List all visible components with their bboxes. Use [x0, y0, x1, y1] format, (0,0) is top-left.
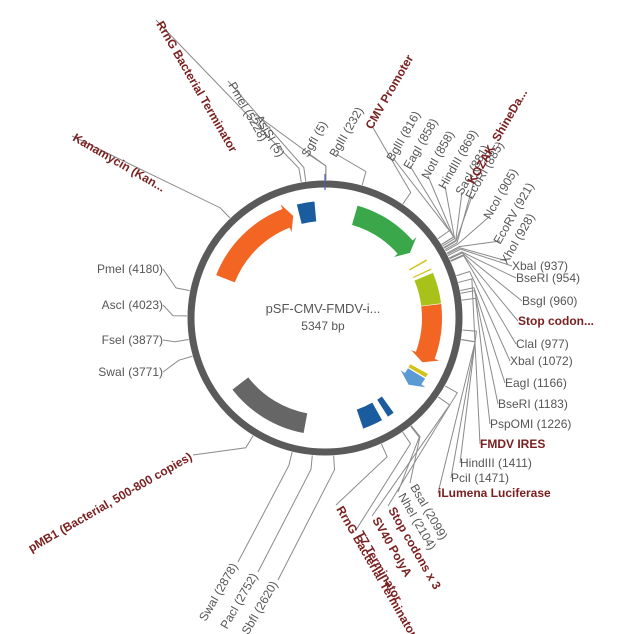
site-label-42: AscI (4023) [102, 298, 163, 312]
leader-line-40 [162, 355, 193, 373]
leader-line-38 [237, 451, 293, 563]
site-label-28: PciI (1471) [451, 471, 509, 485]
feature-arc-9[interactable] [377, 396, 394, 417]
leader-line-35 [335, 443, 388, 506]
feature-arc-3[interactable] [408, 259, 428, 271]
leader-line-21 [450, 255, 517, 345]
leader-line-10 [427, 175, 455, 245]
leader-line-24 [460, 290, 499, 405]
leader-line-41 [162, 339, 189, 343]
site-label-40: SwaI (3771) [98, 365, 163, 379]
site-label-21: ClaI (977) [516, 337, 569, 351]
leader-line-18 [447, 248, 513, 267]
feature-label-44: Kanamycin (Kan... [71, 130, 168, 194]
feature-arc-7[interactable] [408, 364, 428, 378]
leader-line-25 [461, 297, 491, 425]
plasmid-name: pSF-CMV-FMDV-i... [266, 301, 381, 316]
leader-line-30 [409, 425, 421, 484]
leader-line-14 [444, 180, 475, 251]
feature-label-29: iLumena Luciferase [438, 486, 551, 500]
site-label-22: XbaI (1072) [510, 354, 573, 368]
feature-arc-6[interactable] [411, 304, 442, 363]
leader-line-11 [442, 185, 456, 247]
feature-label-26: FMDV IRES [480, 437, 545, 451]
site-label-20: BsgI (960) [522, 294, 577, 308]
plasmid-length: 5347 bp [301, 319, 345, 333]
feature-arc-1[interactable] [296, 201, 317, 224]
leader-line-13 [443, 195, 473, 249]
site-label-24: BseRI (1183) [498, 397, 568, 411]
feature-arc-11[interactable] [232, 377, 308, 434]
leader-line-39 [192, 435, 254, 456]
leader-line-7 [371, 125, 412, 205]
leader-line-33 [371, 396, 451, 517]
feature-label-39: pMB1 (Bacterial, 500-800 copies) [26, 449, 195, 554]
site-label-5: SgfI (5) [298, 118, 330, 159]
leader-line-42 [162, 304, 188, 317]
label-leader-lines [71, 19, 523, 581]
leader-line-44 [71, 135, 231, 219]
feature-arc-4[interactable] [412, 268, 432, 279]
leader-line-31 [397, 425, 420, 493]
leader-line-27 [459, 329, 477, 464]
leader-line-36 [277, 455, 336, 581]
feature-arc-12[interactable] [216, 204, 294, 283]
feature-arc-10[interactable] [356, 402, 383, 429]
feature-arc-8[interactable] [400, 368, 426, 388]
leader-line-15 [445, 215, 491, 252]
leader-line-20 [449, 252, 523, 302]
site-label-41: FseI (3877) [102, 333, 163, 347]
leader-line-43 [162, 268, 190, 292]
leader-line-12 [443, 191, 463, 249]
leader-line-5 [307, 153, 327, 181]
site-label-25: PspOMI (1226) [490, 417, 571, 431]
leader-line-29 [437, 339, 476, 494]
feature-label-1: Stop codon... [518, 314, 594, 328]
plasmid-features [216, 201, 442, 434]
site-label-43: PmeI (4180) [97, 262, 163, 276]
leader-line-3 [227, 80, 307, 182]
leader-line-16 [446, 240, 501, 254]
site-label-23: EagI (1166) [505, 376, 567, 390]
leader-line-26 [458, 278, 481, 445]
feature-arc-5[interactable] [414, 272, 442, 306]
leader-line-32 [387, 385, 458, 507]
leader-line-34 [355, 431, 412, 531]
site-label-18: XbaI (937) [512, 259, 568, 273]
leader-line-17 [447, 247, 508, 262]
leader-line-22 [456, 270, 511, 362]
leader-line-19 [449, 251, 517, 279]
leader-line-2 [155, 19, 302, 183]
leader-line-1 [450, 254, 519, 322]
site-label-19: BseRI (954) [516, 271, 580, 285]
feature-arc-2[interactable] [351, 205, 417, 258]
site-label-6: BglII (232) [326, 105, 366, 160]
site-label-27: HindIII (1411) [460, 456, 532, 470]
leader-line-6 [335, 153, 367, 186]
leader-line-37 [257, 455, 313, 573]
leader-line-23 [460, 287, 506, 384]
plasmid-backbone-circle [187, 180, 463, 456]
